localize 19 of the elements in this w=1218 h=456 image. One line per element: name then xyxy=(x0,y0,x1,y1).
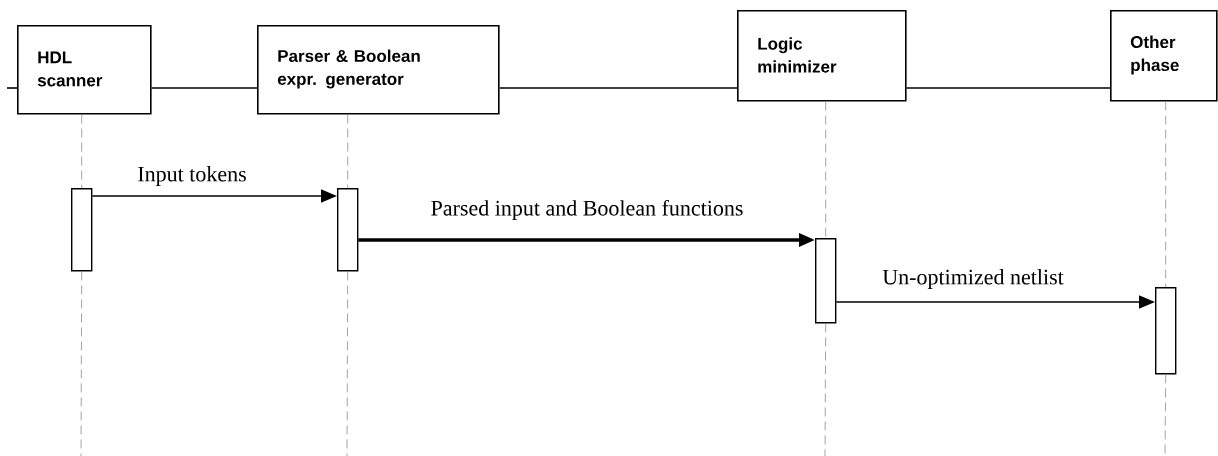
connector-line xyxy=(150,87,258,89)
participant-box: HDL scanner xyxy=(17,25,152,115)
lifeline xyxy=(347,114,349,189)
lifeline xyxy=(1165,101,1167,288)
activation-bar xyxy=(71,188,93,272)
activation-bar xyxy=(1155,287,1177,375)
connector-line xyxy=(905,87,1111,89)
edge-label: Parsed input and Boolean functions xyxy=(429,198,745,222)
edge-label: Un-optimized netlist xyxy=(881,268,1065,290)
lifeline xyxy=(825,101,827,239)
participant-box: Other phase xyxy=(1110,10,1218,102)
participant-box: Parser & Boolean expr. generator xyxy=(257,25,500,115)
activation-bar xyxy=(337,188,359,272)
edge-label: Input tokens xyxy=(136,165,248,187)
connector-line xyxy=(6,87,18,89)
participant-box: Logic minimizer xyxy=(737,10,907,102)
lifeline xyxy=(81,114,83,189)
connector-line xyxy=(498,87,738,89)
activation-bar xyxy=(815,238,837,324)
